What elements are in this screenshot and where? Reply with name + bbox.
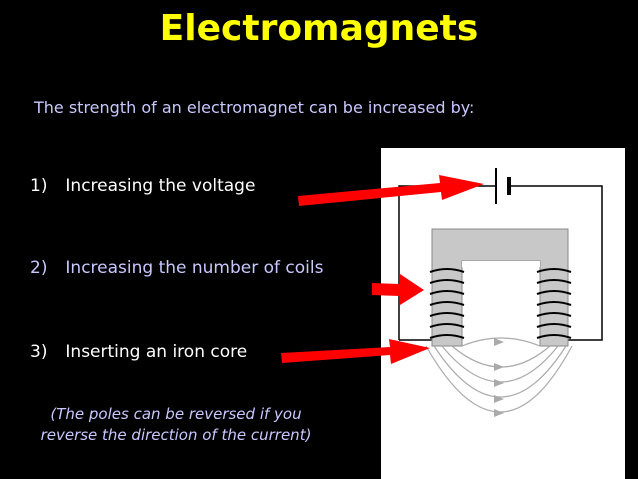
electromagnet-diagram	[381, 148, 625, 479]
point-coils: 2) Increasing the number of coils	[30, 258, 323, 278]
field-arrow-icon	[494, 338, 504, 417]
note-line: reverse the direction of the current)	[40, 426, 312, 444]
point-iron-core: 3) Inserting an iron core	[30, 342, 247, 362]
slide-title: Electromagnets	[159, 8, 479, 49]
coil-icon	[536, 268, 572, 339]
point-text: Inserting an iron core	[65, 342, 248, 362]
point-number: 1)	[30, 176, 48, 196]
iron-core-icon	[431, 228, 569, 347]
arrow-icon	[281, 339, 430, 364]
arrow-icon	[298, 175, 484, 206]
point-text: Increasing the number of coils	[65, 258, 324, 278]
coil-icon	[429, 268, 465, 339]
slide-subtitle: The strength of an electromagnet can be …	[34, 98, 475, 117]
point-number: 3)	[30, 342, 48, 362]
point-number: 2)	[30, 258, 48, 278]
note-line: (The poles can be reversed if you	[50, 405, 302, 423]
note: (The poles can be reversed if you revers…	[0, 404, 352, 446]
arrow-icon	[372, 274, 424, 305]
point-voltage: 1) Increasing the voltage	[30, 176, 255, 196]
battery-icon	[495, 168, 511, 204]
point-text: Increasing the voltage	[65, 176, 256, 196]
